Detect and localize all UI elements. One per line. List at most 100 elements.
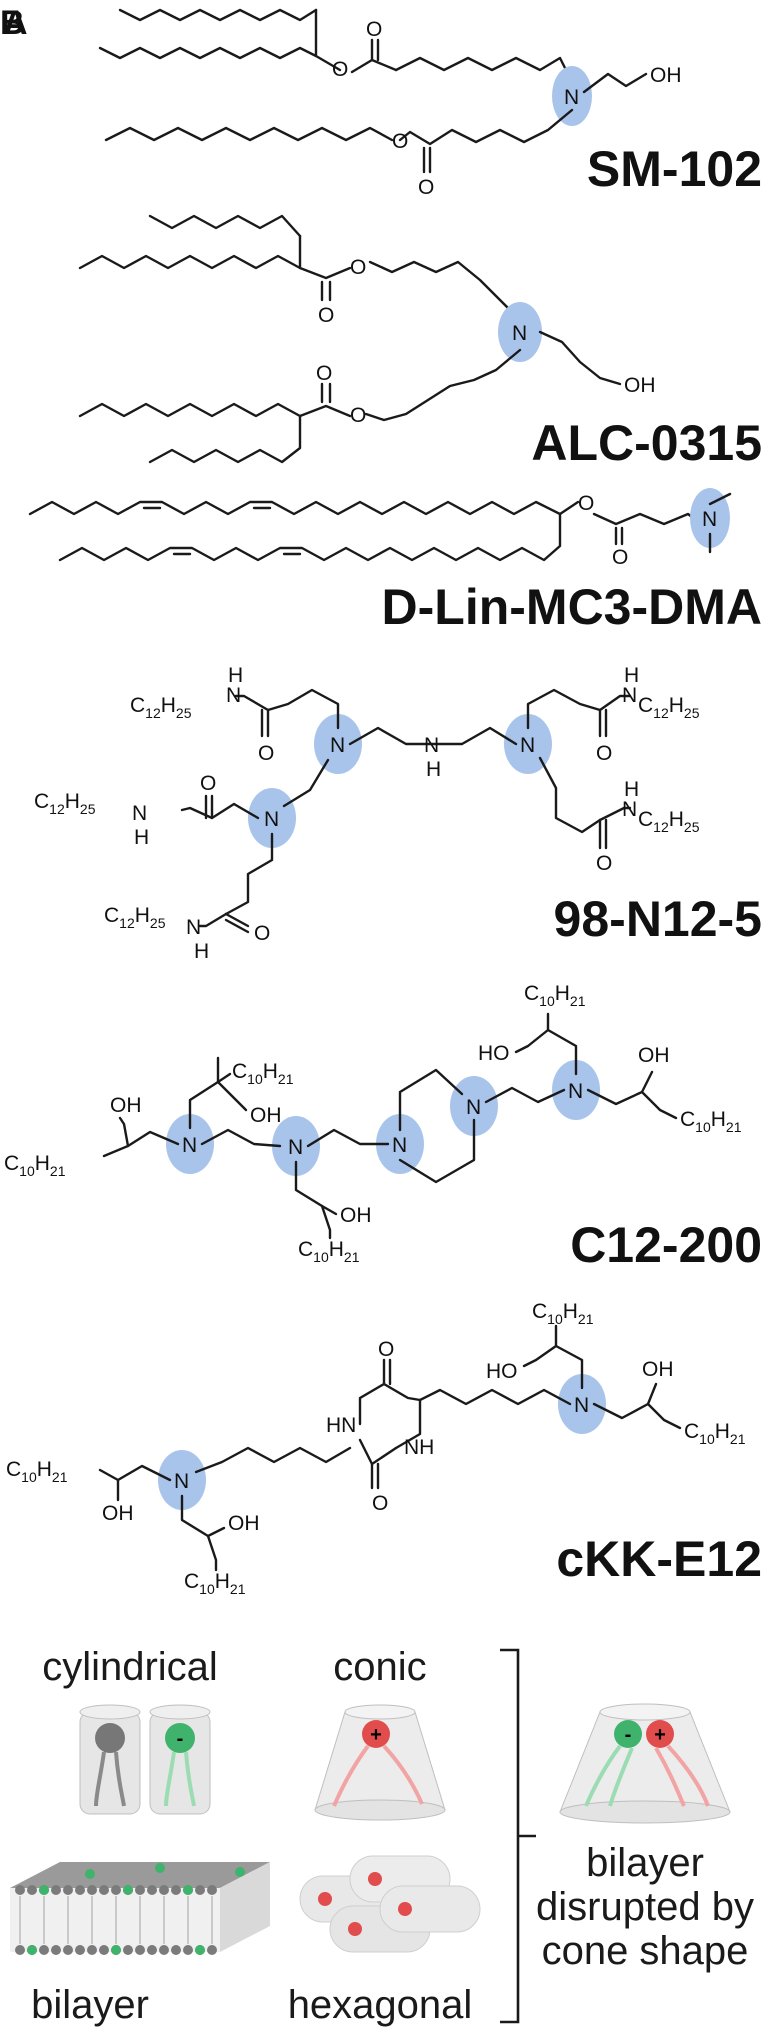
ckk-e12-oh-c: OH xyxy=(102,1502,134,1525)
disrupted-cationic-head xyxy=(646,1720,674,1748)
bilayer-label: bilayer xyxy=(31,1983,149,2027)
conic-label: conic xyxy=(333,1645,426,1689)
hexagonal-illustration xyxy=(299,1855,481,1953)
mc3-carbonyl-o: O xyxy=(612,546,628,569)
98-n12-5-amide-n1: N xyxy=(226,684,241,707)
c12-200-n5: N xyxy=(568,1080,583,1103)
alc-0315-ester-o2: O xyxy=(350,404,366,427)
disrupted-line-3: cone shape xyxy=(542,1929,749,1973)
ckk-e12-ho-a: HO xyxy=(486,1360,518,1383)
disrupted-line-2: disrupted by xyxy=(536,1885,754,1929)
alc-0315-name: ALC-0315 xyxy=(531,415,762,471)
d-lin-mc3-dma-name: D-Lin-MC3-DMA xyxy=(382,579,762,635)
98-n12-5-o5: O xyxy=(254,922,270,945)
98-n12-5-n3-highlight xyxy=(248,788,296,848)
ckk-e12-n2: N xyxy=(174,1470,189,1493)
sm-102-n-highlight xyxy=(552,66,592,126)
c12-200-n4: N xyxy=(466,1096,481,1119)
sm-102-structure: O O N OH O O xyxy=(98,8,682,199)
ckk-e12-c10-a: C10H21 xyxy=(532,1300,594,1327)
bilayer-illustration xyxy=(10,1862,270,1955)
98-n12-5-structure: N N N N H N H O C12H25 N H O C12H25 N H … xyxy=(34,664,700,963)
98-n12-5-amide-h3: H xyxy=(624,778,639,801)
cone-cationic: + xyxy=(314,1704,446,1821)
disrupted-plus: + xyxy=(654,1724,666,1746)
ckk-e12-o1: O xyxy=(378,1338,394,1361)
ckk-e12-n1: N xyxy=(574,1394,589,1417)
alc-0315-carbonyl-o: O xyxy=(318,304,334,327)
alc-0315-ester-o: O xyxy=(350,256,366,279)
ckk-e12-n1-highlight xyxy=(558,1374,606,1434)
panel-label-a: A xyxy=(3,4,28,42)
plus-sign: + xyxy=(370,1724,382,1746)
sm-102-ester-o: O xyxy=(332,58,348,81)
minus-sign: - xyxy=(177,1728,184,1750)
ckk-e12-structure: N N O O HN NH C10H21 HO OH C10H21 C10H21… xyxy=(6,1300,746,1597)
neutral-head xyxy=(95,1723,125,1753)
98-n12-5-amide-h5: H xyxy=(194,940,209,963)
mc3-ester-o: O xyxy=(578,492,594,515)
sm-102-ester-o2: O xyxy=(392,130,408,153)
mc3-n-highlight xyxy=(690,488,730,548)
98-n12-5-amide-h4: H xyxy=(134,826,149,849)
98-n12-5-n1-highlight xyxy=(314,714,362,774)
hexagonal-label: hexagonal xyxy=(288,1983,473,2027)
98-n12-5-n3: N xyxy=(264,808,279,831)
disrupted-anionic-head xyxy=(614,1720,642,1748)
98-n12-5-nh-h: H xyxy=(426,758,441,781)
panel-label-b: B xyxy=(0,4,25,42)
98-n12-5-c12-b: C12H25 xyxy=(638,694,700,721)
ckk-e12-oh-b: OH xyxy=(642,1358,674,1381)
bracket xyxy=(500,1648,536,2024)
c12-200-c10-e: C10H21 xyxy=(680,1108,742,1135)
98-n12-5-n2: N xyxy=(520,734,535,757)
disrupted-minus: - xyxy=(625,1724,632,1746)
c12-200-n4-highlight xyxy=(450,1076,498,1136)
c12-200-n1-highlight xyxy=(166,1114,214,1174)
cylinder-neutral xyxy=(79,1704,141,1815)
98-n12-5-n1: N xyxy=(330,734,345,757)
c12-200-n3: N xyxy=(392,1134,407,1157)
98-n12-5-amide-n4: N xyxy=(132,802,147,825)
98-n12-5-amide-h2: H xyxy=(624,664,639,687)
anionic-head xyxy=(165,1723,195,1753)
ckk-e12-n2-highlight xyxy=(158,1450,206,1510)
cationic-head xyxy=(362,1720,390,1748)
98-n12-5-o2: O xyxy=(596,742,612,765)
98-n12-5-amide-n3: N xyxy=(622,798,637,821)
98-n12-5-o1: O xyxy=(258,742,274,765)
98-n12-5-o3: O xyxy=(596,852,612,875)
98-n12-5-nh-n: N xyxy=(424,734,439,757)
c12-200-n2: N xyxy=(288,1136,303,1159)
c12-200-n2-highlight xyxy=(272,1116,320,1176)
c12-200-n1: N xyxy=(182,1134,197,1157)
disrupted-line-1: bilayer xyxy=(586,1841,704,1885)
c12-200-structure: N N N N N C10H21 OH OH C10H21 OH C10H21 … xyxy=(4,982,742,1265)
c12-200-ho-d: HO xyxy=(478,1042,510,1065)
c12-200-oh-e: OH xyxy=(638,1044,670,1067)
c12-200-c10-d: C10H21 xyxy=(524,982,586,1009)
cylindrical-label: cylindrical xyxy=(42,1645,218,1689)
c12-200-oh-c: OH xyxy=(340,1204,372,1227)
98-n12-5-c12-d: C12H25 xyxy=(34,790,96,817)
cylinder-anionic: - xyxy=(149,1704,211,1815)
sm-102-carbonyl-o: O xyxy=(366,18,382,41)
cone-disrupted: - + xyxy=(559,1703,731,1824)
alc-0315-n-highlight xyxy=(498,302,542,362)
c12-200-name: C12-200 xyxy=(570,1217,762,1273)
ckk-e12-oh-d: OH xyxy=(228,1512,260,1535)
98-n12-5-c12-a: C12H25 xyxy=(130,694,192,721)
ckk-e12-hn: HN xyxy=(326,1414,356,1437)
c12-200-c10-c: C10H21 xyxy=(298,1238,360,1265)
ckk-e12-o2: O xyxy=(372,1492,388,1515)
98-n12-5-c12-c: C12H25 xyxy=(638,808,700,835)
c12-200-oh-a: OH xyxy=(250,1104,282,1127)
sm-102-name: SM-102 xyxy=(587,141,762,197)
alc-0315-structure: O O N OH O O xyxy=(78,214,656,464)
alc-0315-oh: OH xyxy=(624,374,656,397)
d-lin-mc3-dma-structure: O O N xyxy=(28,488,732,569)
mc3-n: N xyxy=(702,508,717,531)
98-n12-5-name: 98-N12-5 xyxy=(554,891,762,947)
c12-200-oh-b: OH xyxy=(110,1094,142,1117)
